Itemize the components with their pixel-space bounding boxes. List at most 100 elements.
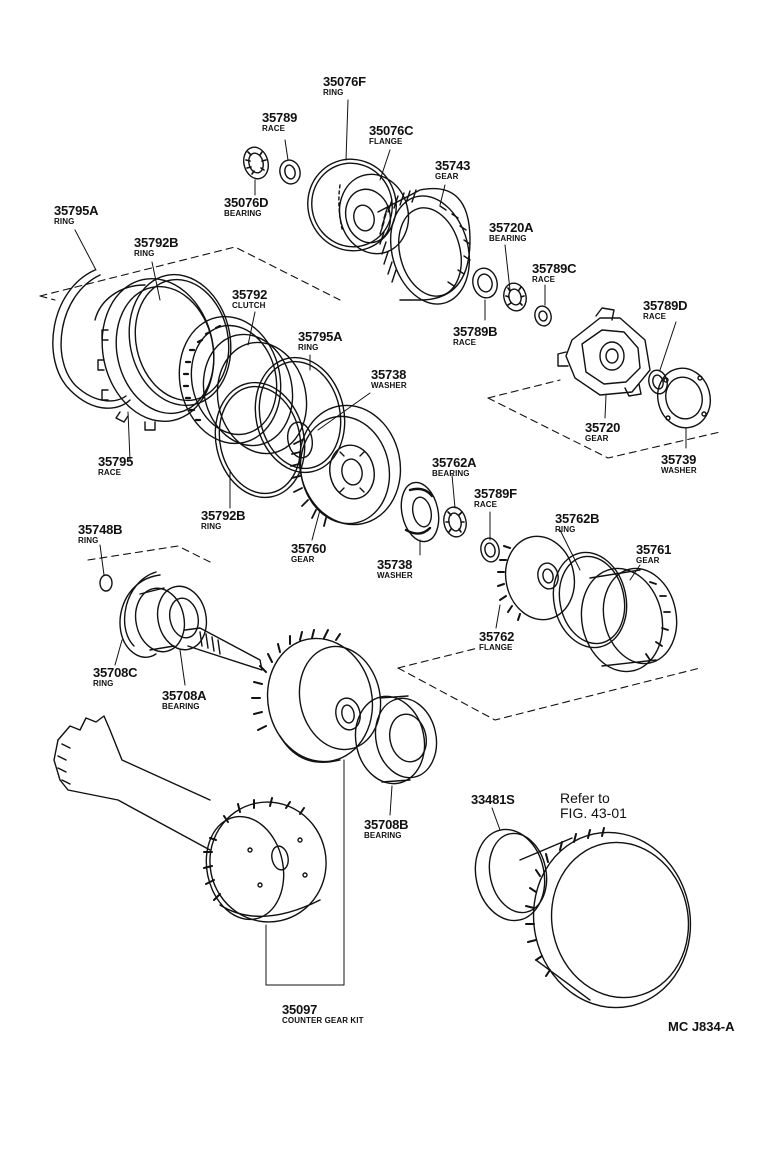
part-number: 35076F xyxy=(323,74,366,89)
bearing-35720A xyxy=(501,281,529,314)
part-name: RACE xyxy=(453,338,477,347)
part-name: BEARING xyxy=(489,234,527,243)
part-number: 35097 xyxy=(282,1002,318,1017)
leader-lines xyxy=(75,100,686,985)
part-name: RING xyxy=(323,88,344,97)
part-number: 35708B xyxy=(364,817,409,832)
part-name: FLANGE xyxy=(369,137,403,146)
guide-plane-right xyxy=(488,380,720,458)
part-name: BEARING xyxy=(162,702,200,711)
part-number: 35789 xyxy=(262,110,298,125)
part-number: 35743 xyxy=(435,158,471,173)
gear-35760 xyxy=(289,396,412,534)
part-name: COUNTER GEAR KIT xyxy=(282,1016,364,1025)
part-number: 35761 xyxy=(636,542,672,557)
part-number: 35738 xyxy=(371,367,407,382)
part-name: RING xyxy=(134,249,155,258)
race-35789F xyxy=(479,536,502,563)
part-name: GEAR xyxy=(636,556,660,565)
part-number: 33481S xyxy=(471,792,515,807)
part-number: 35789C xyxy=(532,261,577,276)
part-number: 35720 xyxy=(585,420,621,435)
part-name: RING xyxy=(555,525,576,534)
part-number: 35708C xyxy=(93,665,138,680)
part-name: RACE xyxy=(532,275,556,284)
race-35789B xyxy=(470,265,501,300)
part-number: 35792B xyxy=(134,235,179,250)
part-number: 35748B xyxy=(78,522,123,537)
ring-35708C xyxy=(120,572,160,657)
part-number: 35076D xyxy=(224,195,269,210)
ring-35795A-left xyxy=(53,270,130,408)
bearing-35708B xyxy=(348,690,444,790)
part-number: 35738 xyxy=(377,557,413,572)
race-35789 xyxy=(277,158,303,186)
part-name: RACE xyxy=(474,500,498,509)
counter-gear-shaft xyxy=(185,628,390,771)
part-number: 35708A xyxy=(162,688,207,703)
label-33481S: 33481S xyxy=(471,793,515,806)
part-name: BEARING xyxy=(224,209,262,218)
race-35795 xyxy=(89,268,227,432)
ring-35792B-bottom xyxy=(205,374,315,506)
part-name: WASHER xyxy=(371,381,407,390)
washer-35738-top xyxy=(285,420,316,460)
bearing-35076D xyxy=(240,144,271,181)
part-name: CLUTCH xyxy=(232,301,266,310)
part-number: 35795A xyxy=(298,329,343,344)
ring-35792B-top xyxy=(117,265,242,415)
gear-35743 xyxy=(378,187,481,313)
gear-35761 xyxy=(572,561,685,679)
part-name: RING xyxy=(201,522,222,531)
diagram-code: MC J834-A xyxy=(668,1019,735,1034)
part-number: 35762B xyxy=(555,511,600,526)
part-name: FLANGE xyxy=(479,643,513,652)
part-name: RACE xyxy=(98,468,122,477)
part-number: 35720A xyxy=(489,220,534,235)
part-name: BEARING xyxy=(364,831,402,840)
part-number: 35762A xyxy=(432,455,477,470)
ring-35748B xyxy=(100,575,112,591)
counter-gear-lower xyxy=(54,716,337,933)
part-number: 35739 xyxy=(661,452,697,467)
part-number: 35795 xyxy=(98,454,134,469)
part-name: GEAR xyxy=(585,434,609,443)
part-name: GEAR xyxy=(435,172,459,181)
ring-35076F xyxy=(295,147,409,264)
refer-note: Refer to FIG. 43-01 xyxy=(560,791,627,820)
guide-plane-upper-left xyxy=(40,247,340,300)
bearing-35762A xyxy=(441,505,469,539)
part-name: RACE xyxy=(643,312,667,321)
washer-35739 xyxy=(651,362,717,433)
ring-35762B xyxy=(545,546,635,655)
guide-plane-lower xyxy=(88,546,700,720)
part-number: 35076C xyxy=(369,123,414,138)
flange-35076C xyxy=(331,167,417,262)
part-number: 35792 xyxy=(232,287,268,302)
